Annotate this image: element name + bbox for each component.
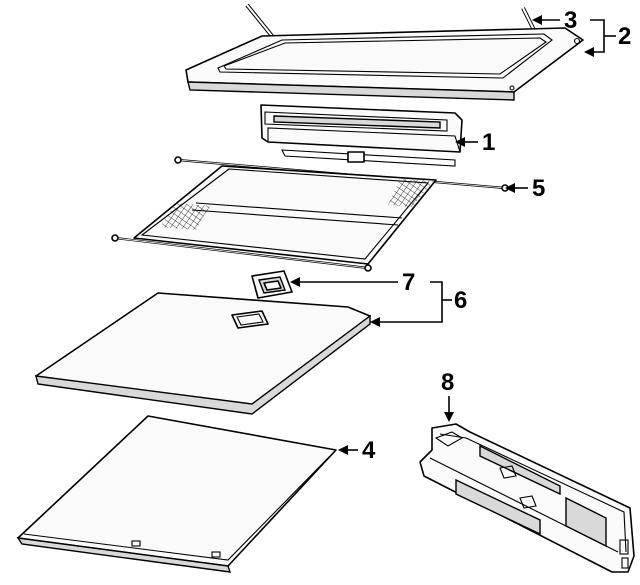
callout-2: 2 [618,23,631,50]
hatch-glass-panel [185,3,584,101]
trim-panel [260,104,463,167]
callout-4: 4 [362,437,376,464]
sill-bracket [419,423,635,573]
load-floor-panel [35,292,371,415]
callout-8: 8 [441,369,454,396]
carpet-mat [16,415,337,573]
cargo-net [111,156,509,272]
callout-1: 1 [482,129,495,156]
callout-3: 3 [564,7,577,34]
callout-6: 6 [454,287,467,314]
grommet [251,270,293,299]
callout-7: 7 [402,269,415,296]
callout-leaders [290,15,616,455]
callout-5: 5 [532,175,545,202]
